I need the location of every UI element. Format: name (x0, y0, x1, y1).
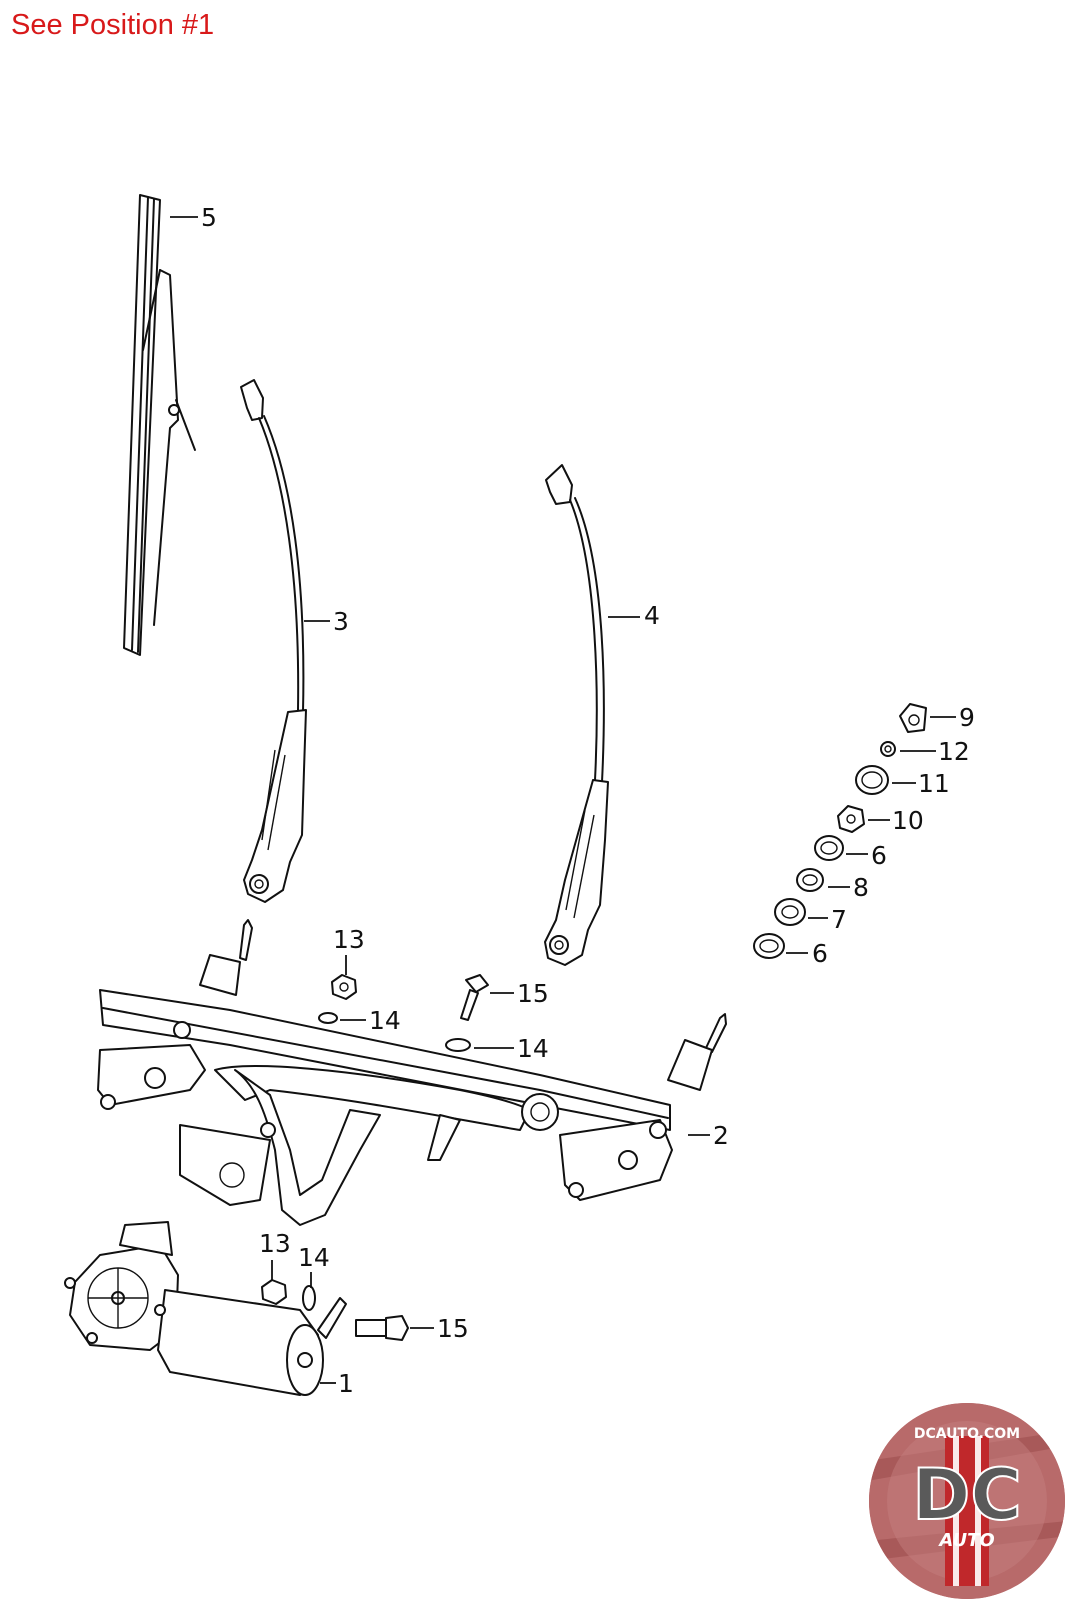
callout-3: 3 (333, 607, 349, 636)
logo-bottom-text: AUTO (937, 1530, 994, 1551)
callout-4: 4 (644, 601, 660, 630)
callout-6-lower: 6 (812, 939, 828, 968)
washer-14-upper-left[interactable] (318, 1012, 338, 1024)
bolt-15-upper[interactable] (460, 974, 489, 1021)
callout-14-upper-left: 14 (369, 1006, 401, 1035)
callout-1: 1 (338, 1369, 354, 1398)
bushing-11[interactable] (855, 765, 889, 795)
leader-lines (170, 216, 956, 1384)
cap-nut-9[interactable] (899, 703, 927, 733)
header-note: See Position #1 (11, 9, 215, 41)
wiper-motor[interactable] (64, 1221, 347, 1396)
callout-13-lower: 13 (259, 1229, 291, 1258)
wiper-blade[interactable] (123, 194, 196, 656)
dcauto-logo: DCAUTO.COM DC AUTO (869, 1403, 1065, 1599)
callout-labels: 5 3 4 2 1 9 12 11 10 6 8 7 6 13 14 15 14… (201, 203, 975, 1398)
callout-8: 8 (853, 873, 869, 902)
callout-5: 5 (201, 203, 217, 232)
callout-6-upper: 6 (871, 841, 887, 870)
nut-13-lower[interactable] (261, 1279, 287, 1305)
nut-13-upper[interactable] (331, 974, 357, 1000)
nut-10[interactable] (837, 805, 865, 833)
washer-14-upper-right[interactable] (445, 1038, 471, 1052)
callout-15-upper: 15 (517, 979, 549, 1008)
washer-12[interactable] (880, 741, 896, 757)
callout-9: 9 (959, 703, 975, 732)
seal-6-lower[interactable] (753, 933, 785, 959)
callout-14-upper-right: 14 (517, 1034, 549, 1063)
ring-8[interactable] (796, 868, 824, 892)
callout-7: 7 (831, 905, 847, 934)
wiper-arm-left[interactable] (240, 379, 307, 903)
callout-11: 11 (918, 769, 950, 798)
seal-6-upper[interactable] (814, 835, 844, 861)
callout-13-upper: 13 (333, 925, 365, 954)
wiper-linkage-frame[interactable] (97, 919, 727, 1226)
callout-14-lower: 14 (298, 1243, 330, 1272)
washer-14-lower[interactable] (302, 1285, 316, 1311)
callout-15-lower: 15 (437, 1314, 469, 1343)
logo-letters: DC (912, 1454, 1021, 1536)
bolt-15-lower[interactable] (355, 1315, 409, 1341)
callout-2: 2 (713, 1121, 729, 1150)
callout-12: 12 (938, 737, 970, 766)
grommet-7[interactable] (774, 898, 806, 926)
logo-top-text: DCAUTO.COM (914, 1426, 1020, 1442)
wiper-arm-right[interactable] (544, 464, 609, 966)
callout-10: 10 (892, 806, 924, 835)
